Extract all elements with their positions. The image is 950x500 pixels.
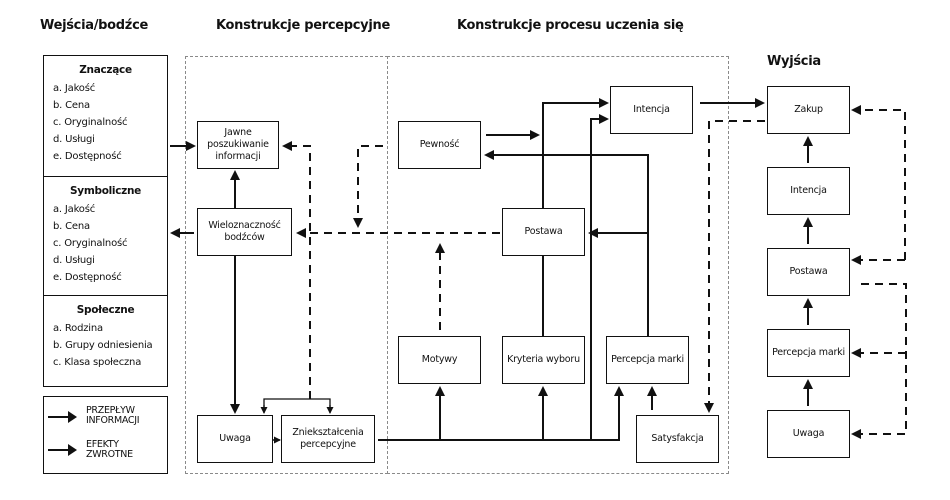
dashed-feedback-to-search (282, 141, 311, 399)
input-category-significant: Znaczące a. Jakość b. Cena c. Oryginalno… (43, 55, 168, 178)
category-item: a. Jakość (53, 83, 96, 94)
box-out-attention: Uwaga (767, 410, 850, 458)
category-item: c. Oryginalność (53, 238, 128, 249)
outputs-header: Wyjścia (767, 54, 821, 69)
category-item: b. Grupy odniesienia (53, 340, 153, 351)
dashed-purchase-to-satisfaction (704, 120, 765, 413)
learning-header: Konstrukcje procesu uczenia się (457, 18, 684, 33)
category-item: e. Dostępność (53, 151, 122, 162)
arrow-bus-to-intention (590, 114, 609, 440)
legend-arrows (48, 411, 77, 456)
box-out-attitude: Postawa (767, 248, 850, 296)
box-attention: Uwaga (197, 415, 273, 463)
box-out-intention: Intencja (767, 167, 850, 215)
legend-arrow-feedback (48, 444, 77, 456)
box-perceptual-bias: Zniekształcenia percepcyjne (281, 415, 375, 463)
legend-label-information-flow: PRZEPŁYW INFORMACJI (86, 405, 140, 426)
category-item: d. Usługi (53, 255, 95, 266)
category-item: b. Cena (53, 100, 90, 111)
category-title: Społeczne (76, 304, 135, 316)
box-attitude: Postawa (502, 208, 585, 256)
legend-arrow-information-flow (48, 411, 77, 423)
box-brand-perception: Percepcja marki (606, 336, 689, 384)
category-item: b. Cena (53, 221, 90, 232)
box-confidence: Pewność (398, 121, 481, 169)
learning-region (387, 56, 729, 474)
category-title: Symboliczne (70, 185, 141, 197)
box-overt-search: Jawne poszukiwanie informacji (197, 121, 279, 169)
dashed-out-attitude-to-purchase (851, 105, 906, 260)
category-title: Znaczące (79, 64, 132, 76)
bracket-feedback (263, 398, 331, 412)
box-motives: Motywy (398, 336, 481, 384)
category-item: a. Rodzina (53, 323, 103, 334)
box-stimulus-ambiguity: Wieloznaczność bodźców (197, 208, 292, 256)
category-item: a. Jakość (53, 204, 96, 215)
box-satisfaction: Satysfakcja (636, 415, 719, 463)
box-choice-criteria: Kryteria wyboru (502, 336, 585, 384)
dashed-certainty-to-ambiguity (353, 145, 383, 228)
input-category-social: Społeczne a. Rodzina b. Grupy odniesieni… (43, 295, 168, 387)
category-item: c. Klasa społeczna (53, 357, 142, 368)
dashed-out-attitude-to-attention (851, 283, 907, 439)
legend-label-feedback: EFEKTY ZWROTNE (86, 439, 133, 460)
box-out-purchase: Zakup (767, 86, 850, 134)
arrow-perception-to-certainty (484, 150, 649, 336)
arrow-attitude-to-intention (542, 98, 609, 208)
perceptual-header: Konstrukcje percepcyjne (216, 18, 390, 33)
category-item: c. Oryginalność (53, 117, 128, 128)
category-item: e. Dostępność (53, 272, 122, 283)
box-intention: Intencja (610, 86, 693, 134)
box-out-brand-perception: Percepcja marki (767, 329, 850, 377)
legend: PRZEPŁYW INFORMACJI EFEKTY ZWROTNE (43, 396, 168, 474)
inputs-header: Wejścia/bodźce (40, 18, 149, 33)
category-item: d. Usługi (53, 134, 95, 145)
input-category-symbolic: Symboliczne a. Jakość b. Cena c. Orygina… (43, 176, 168, 297)
